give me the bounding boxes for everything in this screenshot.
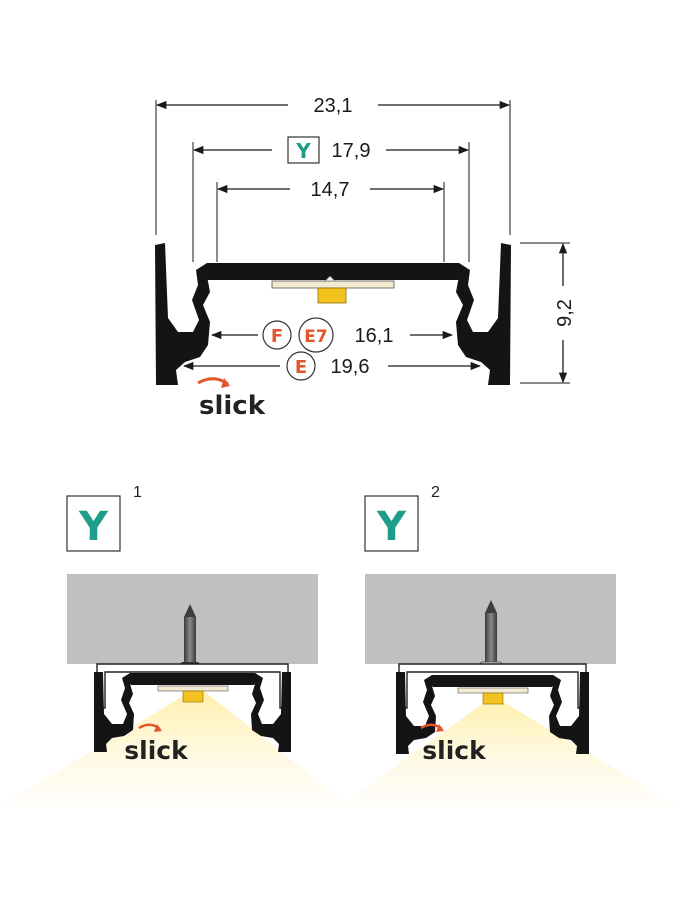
top-profile: 23,1 Y 17,9 14,7 F E7 16,1 E 19,6 9,2: [155, 95, 576, 421]
dimension-lines: [155, 100, 568, 384]
variant-2-light: [340, 700, 678, 806]
slick-brand: slick: [199, 391, 266, 421]
aluminium-profile: [155, 243, 511, 385]
variant-2-slick-logo: slick: [420, 723, 487, 765]
variant-2-badge: Y: [376, 504, 407, 550]
dim-e-width: 19,6: [331, 356, 370, 378]
variant-1: Y 1 slick: [0, 484, 350, 806]
extension-lines: [155, 100, 570, 384]
f-badge-circle: [262, 320, 292, 350]
variant-2-badge-box: [364, 495, 419, 552]
variant-1-badge-box: [66, 495, 121, 552]
dim-height: 9,2: [554, 299, 576, 327]
e7-badge: E7: [304, 327, 327, 347]
variant-2-brand: slick: [422, 736, 487, 765]
variant-2: Y 2 slick: [340, 484, 678, 806]
dim-f-e7-width: 16,1: [355, 325, 394, 347]
y-badge: Y: [295, 139, 311, 163]
variant-1-light: [0, 692, 350, 806]
variant-1-badge: Y: [78, 504, 109, 550]
slick-logo: slick: [197, 377, 266, 421]
led-chip: [317, 287, 347, 304]
e-badge-circle: [286, 351, 316, 381]
variant-1-number: 1: [133, 484, 142, 501]
variant-1-brand: slick: [124, 736, 189, 765]
variant-2-number: 2: [431, 484, 440, 501]
dim-y-width: 17,9: [332, 140, 371, 162]
dim-inner-width: 14,7: [311, 179, 350, 201]
e-badge: E: [295, 357, 307, 378]
y-badge-box: [287, 136, 320, 164]
variant-1-profile: [94, 672, 291, 752]
variant-1-slick-logo: slick: [124, 723, 189, 765]
dim-total-width: 23,1: [314, 95, 353, 117]
f-badge: F: [271, 326, 283, 347]
variant-2-profile: [396, 672, 589, 754]
e7-badge-circle: [298, 317, 334, 353]
